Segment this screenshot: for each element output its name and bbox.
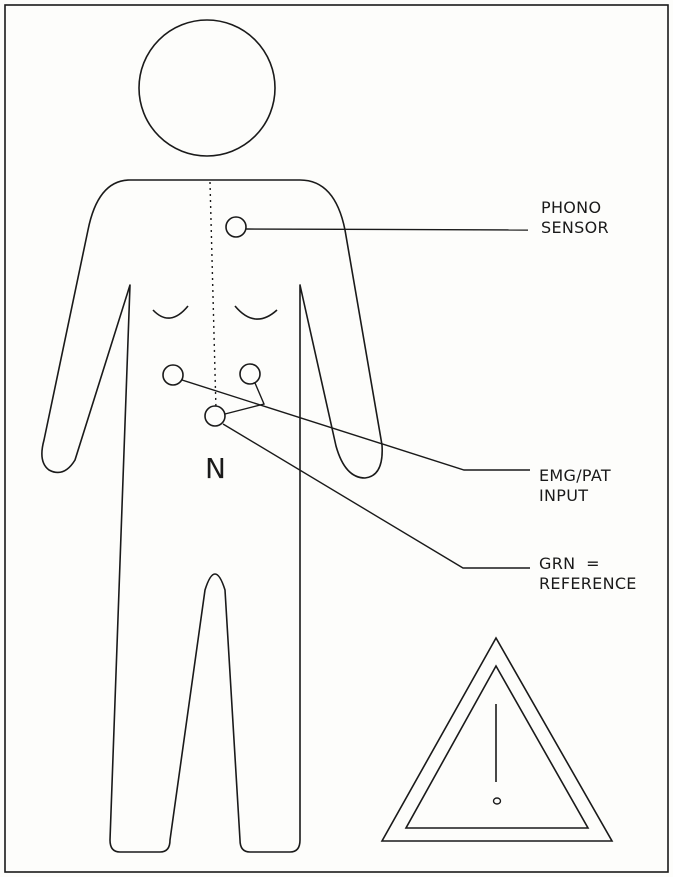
neutral-marker: N <box>205 452 226 485</box>
label-phono-line1: PHONO <box>541 198 609 218</box>
label-emg-line1: EMG/PAT <box>539 466 611 486</box>
label-grn-reference: GRN = REFERENCE <box>539 554 637 594</box>
electrode-emg-left <box>163 365 183 385</box>
label-phono-line2: SENSOR <box>541 218 609 238</box>
body-head <box>139 20 275 156</box>
label-emg-pat-input: EMG/PAT INPUT <box>539 466 611 506</box>
body-outline <box>42 180 382 852</box>
chest-curve-left <box>153 306 188 318</box>
leader-phono <box>246 229 528 230</box>
electrode-ground <box>205 406 225 426</box>
leader-emg-branch <box>225 383 264 414</box>
warning-triangle-icon <box>382 638 612 841</box>
leader-emg <box>182 380 530 470</box>
sternum-midline <box>210 182 216 410</box>
leader-ground <box>223 424 530 568</box>
electrode-phono <box>226 217 246 237</box>
label-grn-line1: GRN = <box>539 554 637 574</box>
label-emg-line2: INPUT <box>539 486 611 506</box>
chest-curve-right <box>235 306 277 319</box>
label-phono-sensor: PHONO SENSOR <box>541 198 609 238</box>
diagram-frame <box>5 5 668 872</box>
electrode-emg-right <box>240 364 260 384</box>
label-grn-line2: REFERENCE <box>539 574 637 594</box>
